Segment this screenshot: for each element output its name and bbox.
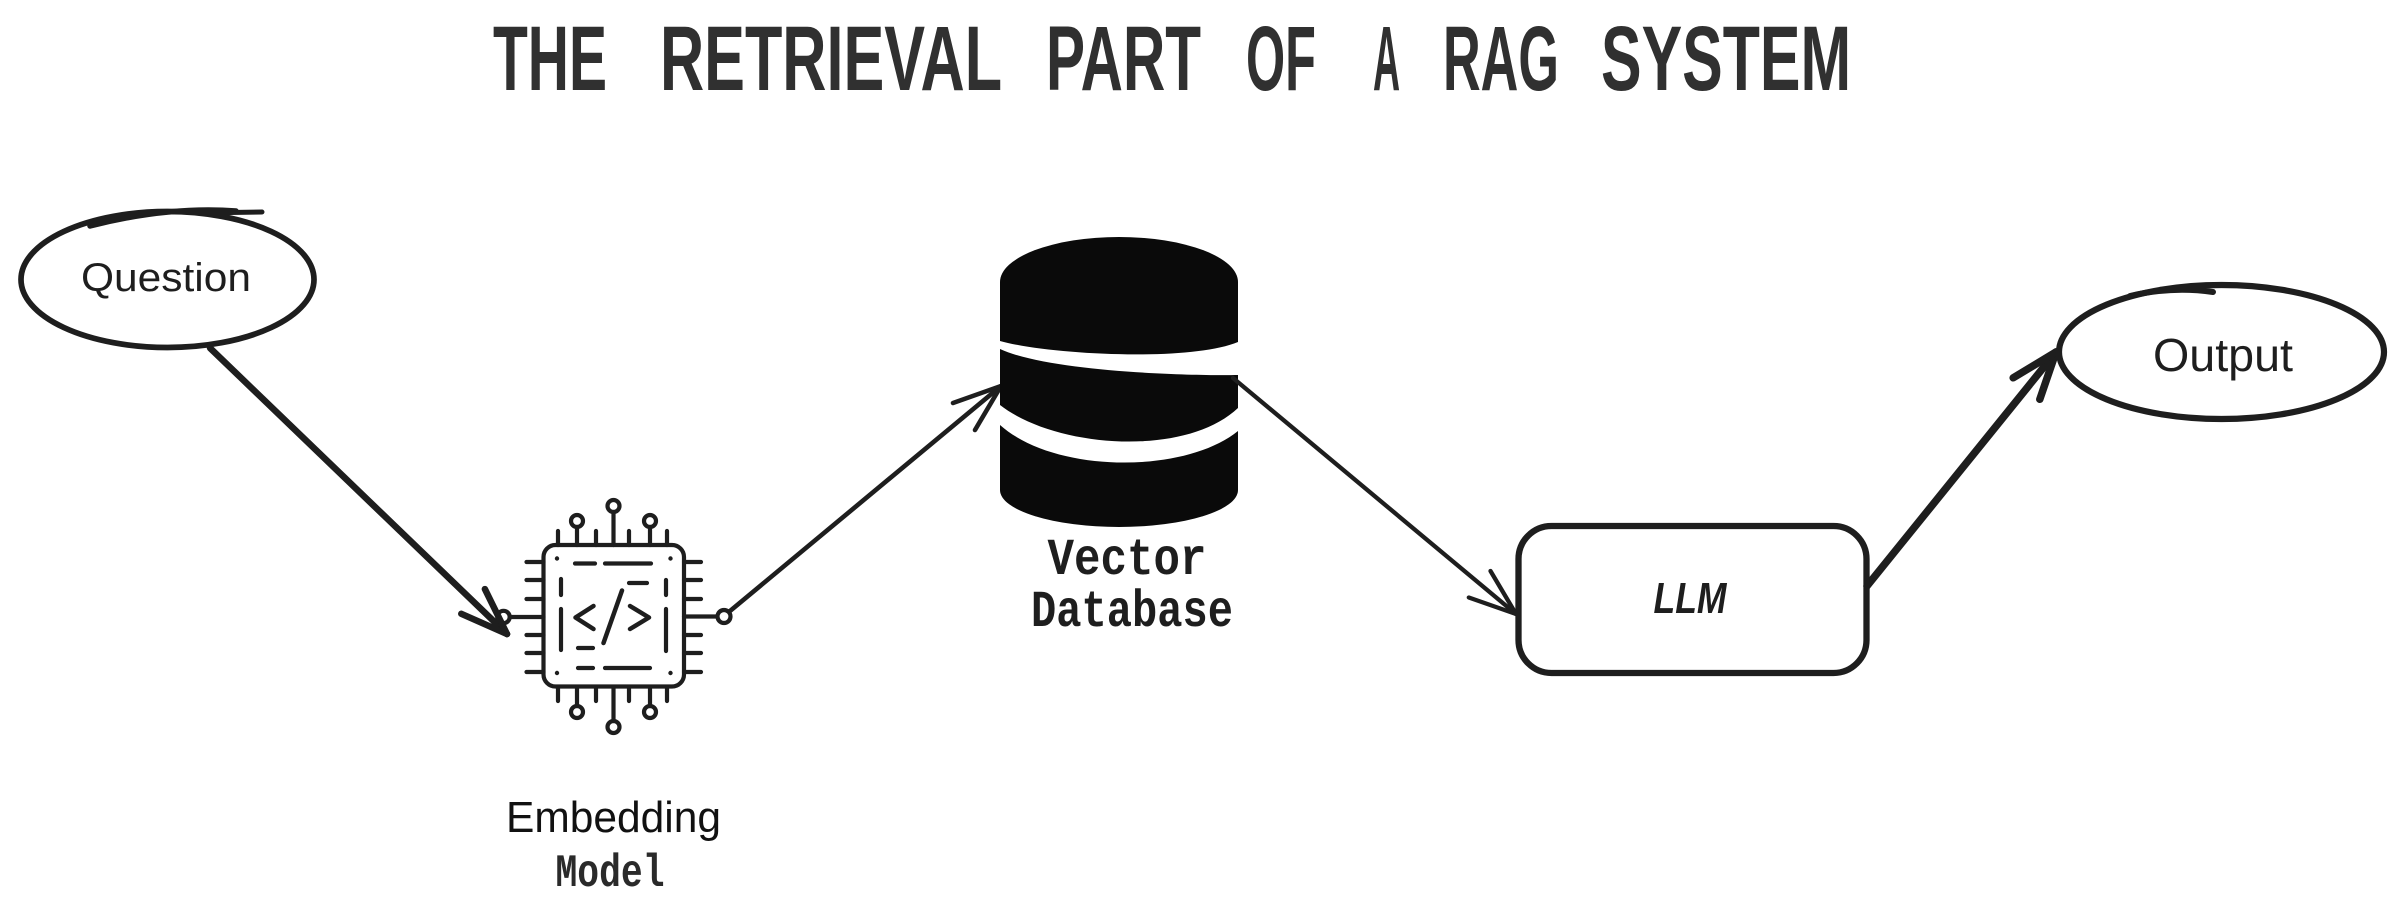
svg-text:Database: Database xyxy=(1031,583,1233,642)
svg-text:Question: Question xyxy=(81,256,251,300)
svg-text:Output: Output xyxy=(2153,329,2293,381)
svg-text:Vector: Vector xyxy=(1048,531,1207,590)
svg-text:Model: Model xyxy=(556,848,665,900)
svg-text:Embedding: Embedding xyxy=(506,793,721,842)
svg-text:LLM: LLM xyxy=(1654,574,1728,623)
